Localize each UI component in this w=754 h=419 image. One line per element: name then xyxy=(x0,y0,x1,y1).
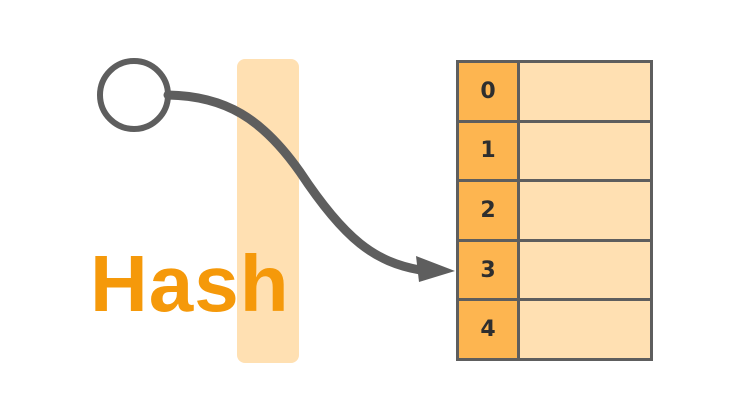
bucket-row-target: 3 xyxy=(459,241,650,299)
hash-label: Hash xyxy=(90,239,290,328)
bucket-index: 1 xyxy=(459,122,517,180)
bucket-row: 4 xyxy=(459,301,650,358)
bucket-slot xyxy=(520,241,650,299)
bucket-index: 2 xyxy=(459,182,517,239)
bucket-row: 2 xyxy=(459,182,650,239)
bucket-row: 0 xyxy=(459,63,650,120)
bucket-index: 0 xyxy=(459,63,517,120)
bucket-slot xyxy=(520,301,650,358)
bucket-index: 3 xyxy=(459,241,517,299)
bucket-slot xyxy=(520,63,650,120)
mapping-arrow-path xyxy=(163,90,425,275)
bucket-table: 0 1 2 3 4 xyxy=(456,60,653,361)
bucket-row: 1 xyxy=(459,122,650,180)
bucket-index: 4 xyxy=(459,301,517,358)
bucket-slot xyxy=(520,122,650,180)
hash-function-bar xyxy=(237,59,299,363)
key-node xyxy=(97,58,171,132)
mapping-arrowhead xyxy=(416,256,455,282)
bucket-slot xyxy=(520,182,650,239)
